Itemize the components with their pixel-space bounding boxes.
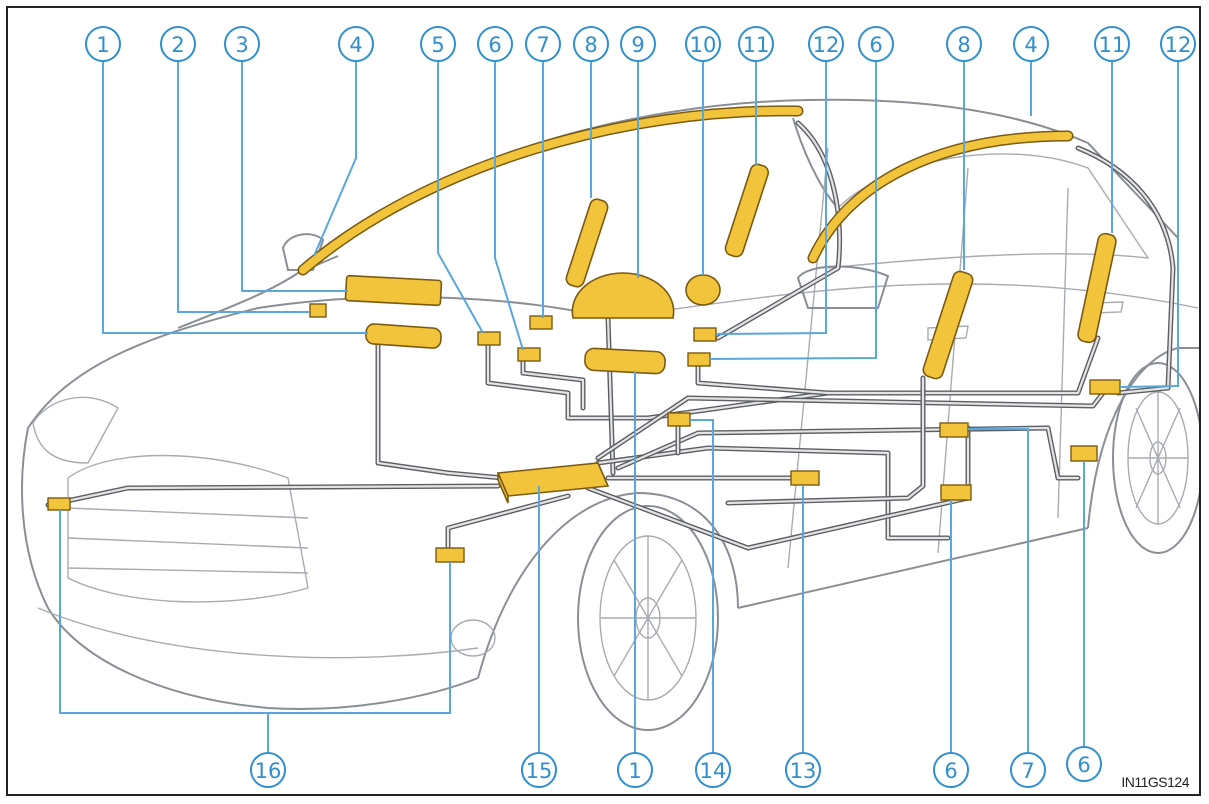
rear-side-airbag-right bbox=[1077, 232, 1117, 344]
svg-text:11: 11 bbox=[1099, 33, 1126, 57]
svg-text:8: 8 bbox=[957, 33, 970, 57]
svg-text:11: 11 bbox=[743, 33, 770, 57]
front-side-airbag-right bbox=[724, 163, 770, 258]
svg-text:6: 6 bbox=[1077, 753, 1090, 777]
callout-6-top-b: 6 bbox=[858, 26, 894, 62]
svg-text:3: 3 bbox=[235, 33, 248, 57]
wiring-harness bbox=[45, 120, 1176, 559]
diagram-frame: 1 2 3 4 5 6 7 8 9 10 11 12 6 8 4 11 12 1… bbox=[6, 6, 1201, 796]
rear-side-sensor-left bbox=[1070, 445, 1098, 462]
callout-11-top-b: 11 bbox=[1094, 26, 1130, 62]
callout-9-top: 9 bbox=[620, 26, 656, 62]
svg-text:6: 6 bbox=[488, 33, 501, 57]
callout-4-top: 4 bbox=[338, 26, 374, 62]
curtain-airbag-left bbox=[297, 105, 804, 276]
side-impact-sensor-front-right bbox=[693, 327, 717, 342]
front-impact-sensor-right bbox=[790, 470, 820, 486]
svg-text:9: 9 bbox=[631, 33, 644, 57]
callout-6-bottom-b: 6 bbox=[1066, 746, 1102, 782]
driver-seat-position-sensor bbox=[667, 412, 691, 427]
svg-text:4: 4 bbox=[349, 33, 362, 57]
callout-13-bottom: 13 bbox=[785, 752, 821, 788]
rear-seat-belt-pretensioner-right bbox=[1089, 379, 1121, 395]
svg-text:6: 6 bbox=[869, 33, 882, 57]
rear-seat-cushion-airbag bbox=[685, 274, 721, 306]
callout-8-top-a: 8 bbox=[573, 26, 609, 62]
rear-side-airbag-left bbox=[922, 270, 974, 380]
front-passenger-seat-belt-switch bbox=[477, 331, 501, 346]
rear-door-sensor-left bbox=[940, 484, 972, 501]
side-impact-sensor-left bbox=[939, 422, 969, 438]
driver-airbag bbox=[571, 272, 675, 319]
svg-text:10: 10 bbox=[690, 33, 717, 57]
callout-5-top: 5 bbox=[420, 26, 456, 62]
svg-text:4: 4 bbox=[1024, 33, 1037, 57]
seat-belt-pretensioner-front bbox=[529, 315, 553, 330]
svg-text:5: 5 bbox=[431, 33, 444, 57]
callout-14-bottom: 14 bbox=[695, 752, 731, 788]
svg-text:8: 8 bbox=[584, 33, 597, 57]
front-passenger-knee-airbag bbox=[365, 323, 442, 349]
svg-text:2: 2 bbox=[171, 33, 184, 57]
svg-text:7: 7 bbox=[1021, 759, 1034, 783]
svg-text:13: 13 bbox=[790, 759, 817, 783]
callout-1-bottom: 1 bbox=[617, 752, 653, 788]
callout-16-bottom: 16 bbox=[250, 752, 286, 788]
airbag-components bbox=[47, 105, 1121, 563]
svg-text:14: 14 bbox=[700, 759, 727, 783]
callout-1-top: 1 bbox=[85, 26, 121, 62]
figure-code: IN11GS124 bbox=[1121, 774, 1189, 790]
front-impact-sensor-left bbox=[47, 497, 71, 511]
callout-12-top-b: 12 bbox=[1160, 26, 1196, 62]
side-impact-sensor-rear-right bbox=[687, 352, 711, 367]
callout-6-bottom-a: 6 bbox=[933, 752, 969, 788]
driver-seat-belt-buckle-switch bbox=[517, 347, 541, 362]
callout-3-top: 3 bbox=[224, 26, 260, 62]
callouts-top: 1 2 3 4 5 6 7 8 9 10 11 12 6 8 4 11 12 bbox=[85, 26, 1196, 62]
airbag-system-diagram: 1 2 3 4 5 6 7 8 9 10 11 12 6 8 4 11 12 1… bbox=[21, 26, 1199, 788]
front-impact-sensor-center bbox=[435, 547, 465, 563]
svg-text:16: 16 bbox=[255, 759, 282, 783]
driver-knee-airbag bbox=[584, 347, 666, 375]
svg-text:7: 7 bbox=[536, 33, 549, 57]
svg-text:15: 15 bbox=[526, 759, 553, 783]
callout-8-top-b: 8 bbox=[946, 26, 982, 62]
svg-text:6: 6 bbox=[944, 759, 957, 783]
callout-6-top-a: 6 bbox=[477, 26, 513, 62]
seat-position-sensor bbox=[309, 303, 327, 318]
front-side-airbag-left bbox=[565, 198, 609, 288]
svg-text:12: 12 bbox=[1165, 33, 1192, 57]
svg-text:1: 1 bbox=[96, 33, 109, 57]
leader-lines bbox=[59, 62, 1179, 753]
callout-7-bottom: 7 bbox=[1010, 752, 1046, 788]
callout-15-bottom: 15 bbox=[521, 752, 557, 788]
callout-12-top-a: 12 bbox=[808, 26, 844, 62]
svg-text:12: 12 bbox=[813, 33, 840, 57]
front-passenger-airbag bbox=[344, 274, 443, 307]
svg-text:1: 1 bbox=[628, 759, 641, 783]
callout-10-top: 10 bbox=[685, 26, 721, 62]
callouts-bottom: 16 15 1 14 13 6 7 6 bbox=[250, 746, 1102, 788]
callout-2-top: 2 bbox=[160, 26, 196, 62]
callout-11-top-a: 11 bbox=[738, 26, 774, 62]
callout-7-top: 7 bbox=[525, 26, 561, 62]
callout-4-top-b: 4 bbox=[1013, 26, 1049, 62]
